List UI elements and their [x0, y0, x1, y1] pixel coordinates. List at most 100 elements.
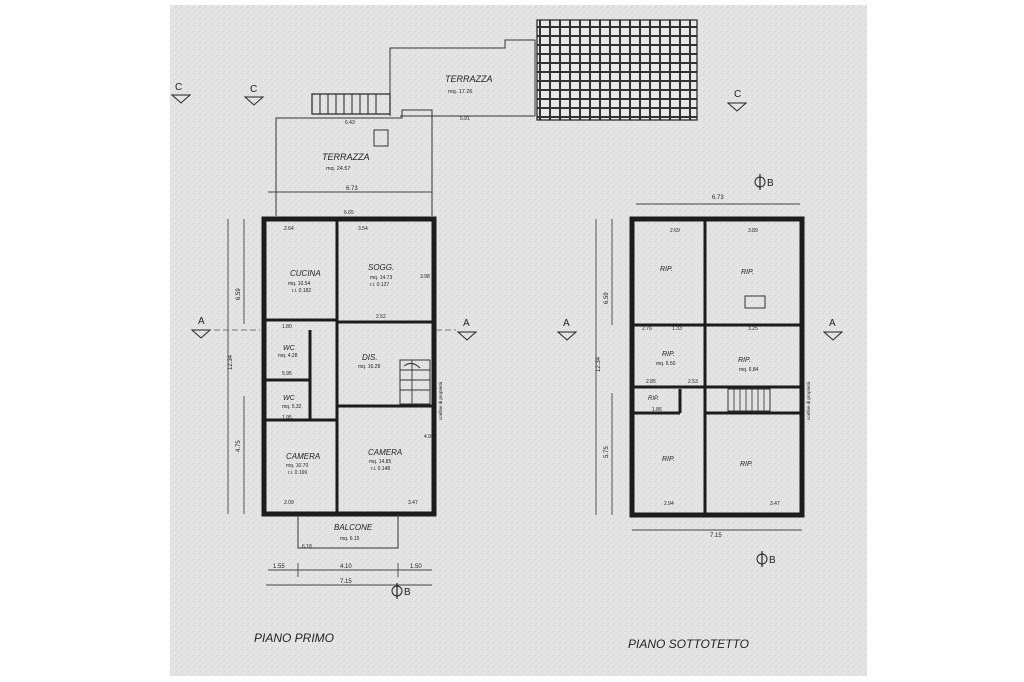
dim-r-d4: 3.25 [748, 326, 758, 332]
dim-r-d7: 1.86 [652, 407, 662, 413]
section-a-left-marker: A [190, 316, 212, 339]
svg-text:A: A [198, 316, 205, 327]
note-confine-left: confine di proprietà [438, 381, 443, 420]
section-b-left-marker: B [391, 583, 411, 599]
area-rip3: mq. 6.50 [656, 361, 676, 367]
section-a-right1-marker: A [556, 318, 578, 341]
right-plan-labels: RIP. RIP. RIP. mq. 6.50 RIP. mq. 6.84 RI… [596, 195, 811, 651]
note-confine-right: confine di proprietà [806, 381, 811, 420]
balcone-outline [297, 514, 399, 549]
building-outer-walls [261, 216, 437, 517]
area-balcone: mq. 6.15 [340, 536, 360, 542]
dim-r-d6: 2.53 [688, 379, 698, 385]
dim-d14: 6.43 [345, 120, 355, 126]
plan-piano-sottotetto [595, 203, 805, 531]
dim-r-d9: 3.47 [770, 501, 780, 507]
dim-d16: 4.95 [424, 434, 434, 440]
section-c-right-marker: C [726, 89, 748, 112]
section-c-left-marker: C [170, 82, 192, 104]
label-cucina: CUCINA [290, 269, 321, 278]
label-terrazza-main: TERRAZZA [322, 152, 370, 162]
dim-inner-top: 6.65 [344, 210, 354, 216]
dim-d9: 2.09 [284, 500, 294, 506]
area-wc1: mq. 4.28 [278, 353, 298, 359]
label-rip1: RIP. [660, 266, 673, 273]
section-b-bottom-marker: B [756, 551, 776, 567]
dim-d4: 3.98 [420, 274, 430, 280]
label-rip2: RIP. [741, 269, 754, 276]
dim-seg-right: 1.50 [410, 564, 422, 570]
section-c-mid-marker: C [243, 84, 265, 106]
area-camera-right: mq. 14.85 [369, 459, 391, 465]
area-wc2: mq. 5.32 [282, 404, 302, 410]
label-rip7: RIP. [740, 461, 753, 468]
dim-terrace-width: 6.73 [346, 186, 358, 192]
svg-text:A: A [563, 318, 570, 329]
plan-piano-primo [227, 19, 698, 586]
svg-text:C: C [250, 84, 257, 95]
dim-r-height-lower: 5.75 [604, 446, 610, 458]
terrace-skylight [373, 129, 389, 147]
area-rip4: mq. 6.84 [739, 367, 759, 373]
area-terrazza-top: mq. 17.26 [448, 89, 472, 95]
left-plan-labels: TERRAZZA mq. 17.26 TERRAZZA mq. 24.57 CU… [228, 74, 493, 645]
dim-r-d5: 2.85 [646, 379, 656, 385]
dimensions-right [595, 203, 802, 531]
label-balcone: BALCONE [334, 523, 373, 532]
dim-total-width: 7.15 [340, 579, 352, 585]
area-soggiorno: mq. 14.73 [370, 275, 392, 281]
dim-height-lower: 4.75 [236, 440, 242, 452]
small-stair [311, 93, 391, 115]
label-rip3: RIP. [662, 351, 675, 358]
svg-text:A: A [463, 318, 470, 329]
dim-seg-left: 1.55 [273, 564, 285, 570]
upper-terrace-outline [389, 39, 536, 116]
dim-d11: 6.18 [302, 544, 312, 550]
section-markers: C C C A A A A [170, 82, 844, 599]
section-a-right2-marker: A [822, 318, 844, 341]
label-camera-right: CAMERA [368, 448, 402, 457]
attic-skylight [744, 295, 766, 309]
area-dis: mq. 16.28 [358, 364, 380, 370]
label-rip5: RIP. [648, 396, 659, 402]
label-camera-left: CAMERA [286, 452, 320, 461]
dim-r-top-width: 6.73 [712, 195, 724, 201]
dim-d7: 5.95 [282, 371, 292, 377]
rl-camera-left: r.i. 0.169 [288, 470, 307, 476]
paper-background [170, 5, 867, 676]
label-wc1: WC [283, 345, 296, 352]
roof-tiles [536, 19, 698, 121]
attic-outer-walls [629, 216, 805, 518]
dim-d8: 1.95 [282, 415, 292, 421]
svg-text:C: C [734, 89, 741, 100]
dim-d2: 3.54 [358, 226, 368, 232]
label-rip6: RIP. [662, 456, 675, 463]
label-dis: DIS. [362, 353, 378, 362]
dim-d6: 2.52 [376, 314, 386, 320]
main-terrace-outline [275, 109, 433, 216]
dim-height-upper: 6.59 [236, 288, 242, 300]
dim-seg-mid: 4.10 [340, 564, 352, 570]
svg-text:B: B [769, 555, 776, 566]
dimensions-left [227, 191, 432, 586]
dim-r-d1: 2.69 [670, 228, 680, 234]
dim-d10: 3.47 [408, 500, 418, 506]
label-rip4: RIP. [738, 357, 751, 364]
rl-camera-right: r.i. 0.148 [371, 466, 390, 472]
title-piano-primo: PIANO PRIMO [254, 631, 334, 645]
dim-r-d14: 1.33 [672, 326, 682, 332]
area-terrazza-main: mq. 24.57 [326, 166, 350, 172]
interior-stair [399, 359, 431, 405]
dim-r-d3: 2.76 [642, 326, 652, 332]
label-soggiorno: SOGG. [368, 263, 394, 272]
section-a-mid-marker: A [456, 318, 478, 341]
title-piano-sottotetto: PIANO SOTTOTETTO [628, 637, 749, 651]
rl-soggiorno: r.i. 0.127 [370, 282, 389, 288]
svg-text:B: B [767, 178, 774, 189]
area-cucina: mq. 10.54 [288, 281, 310, 287]
attic-stair [727, 388, 771, 412]
rl-cucina: r.i. 0.182 [292, 288, 311, 294]
dim-d13: 5.91 [460, 116, 470, 122]
dim-d5: 1.80 [282, 324, 292, 330]
